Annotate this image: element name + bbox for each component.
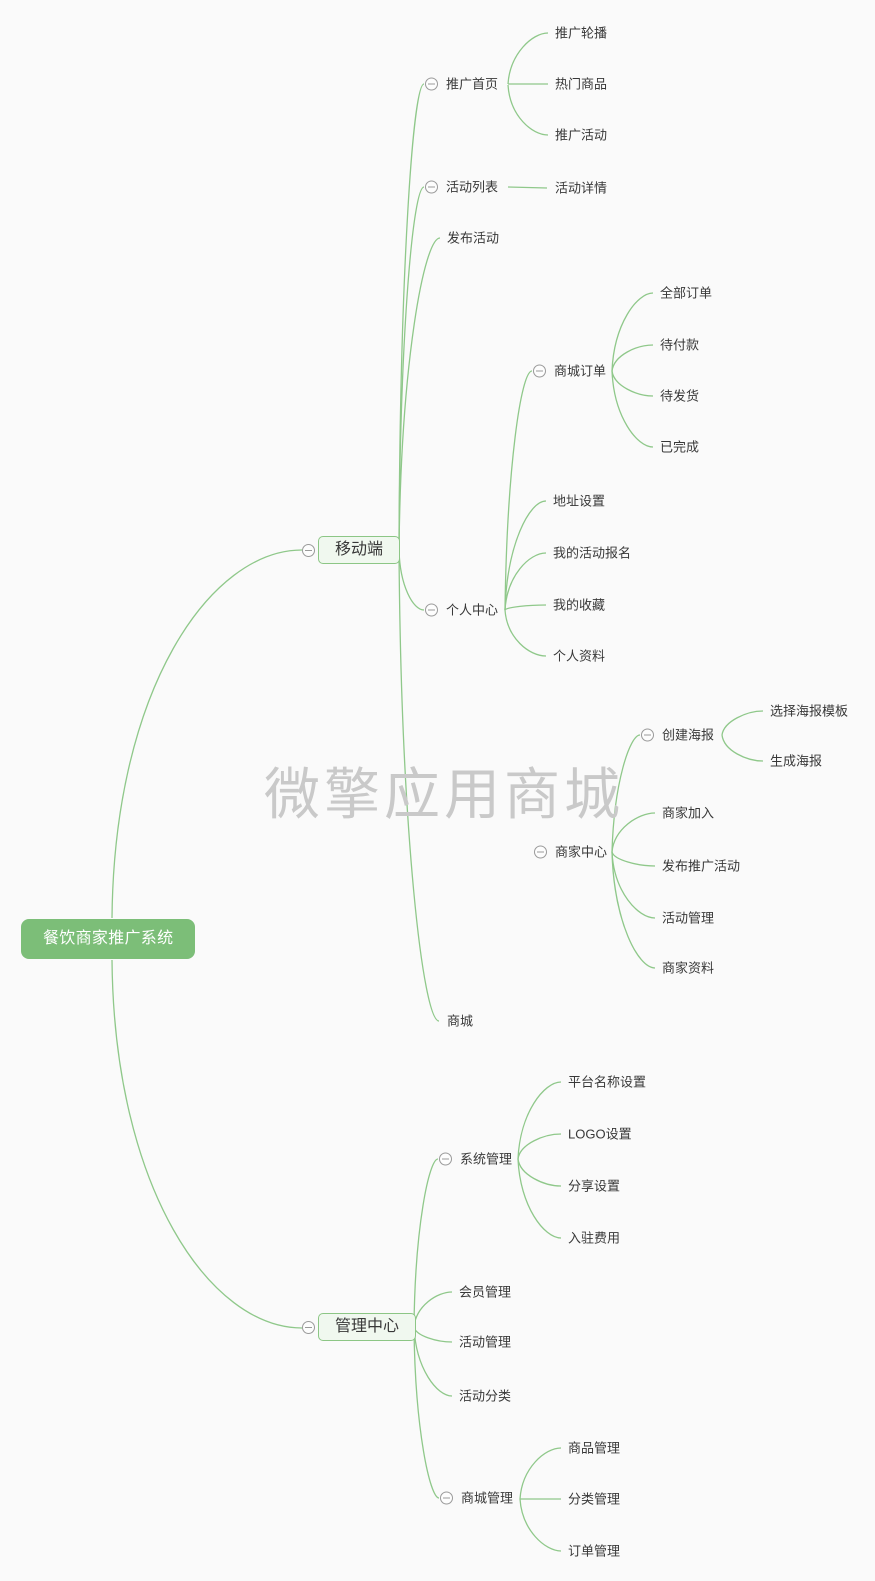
node-label: 已完成 [660,439,700,455]
node-mall-orders[interactable]: 商城订单 [533,363,607,379]
node-promo-carousel[interactable]: 推广轮播 [555,27,607,40]
node-label: 商品管理 [568,1440,621,1456]
node-logo-settings[interactable]: LOGO设置 [568,1128,632,1141]
node-label: 推广轮播 [555,25,608,41]
node-share-settings[interactable]: 分享设置 [568,1180,620,1193]
node-generate-poster[interactable]: 生成海报 [770,755,822,768]
node-label: 全部订单 [660,285,713,301]
node-order-management[interactable]: 订单管理 [568,1545,620,1558]
node-select-poster-template[interactable]: 选择海报模板 [770,705,848,718]
node-label: 管理中心 [318,1313,417,1341]
node-label: 生成海报 [770,753,823,769]
watermark: 微擎应用商城 [264,763,624,826]
node-label: 商城管理 [461,1490,514,1506]
node-mobile[interactable]: 移动端 [302,536,401,564]
node-pending-payment[interactable]: 待付款 [660,339,699,352]
node-mall[interactable]: 商城 [447,1015,473,1028]
node-hot-products[interactable]: 热门商品 [555,78,607,91]
node-label: 商城 [447,1013,474,1029]
node-label: 订单管理 [568,1543,621,1559]
node-promo-activities[interactable]: 推广活动 [555,129,607,142]
node-entry-fee[interactable]: 入驻费用 [568,1232,620,1245]
node-address-settings[interactable]: 地址设置 [553,495,605,508]
node-member-management[interactable]: 会员管理 [459,1286,511,1299]
node-personal-center[interactable]: 个人中心 [425,602,499,618]
node-platform-name-settings[interactable]: 平台名称设置 [568,1076,646,1089]
node-label: 移动端 [318,536,401,564]
node-activity-list[interactable]: 活动列表 [425,179,499,195]
node-label: 推广首页 [446,76,499,92]
node-label: 个人中心 [446,602,499,618]
node-pending-shipment[interactable]: 待发货 [660,390,699,403]
node-profile[interactable]: 个人资料 [553,650,605,663]
node-label: 待发货 [660,388,700,404]
collapse-icon[interactable] [534,845,547,859]
node-mall-management[interactable]: 商城管理 [440,1490,514,1506]
node-label: 餐饮商家推广系统 [21,919,196,959]
node-label: 入驻费用 [568,1230,621,1246]
node-label: 个人资料 [553,648,606,664]
node-label: 商家中心 [555,844,608,860]
node-label: 发布推广活动 [662,858,741,874]
collapse-icon[interactable] [302,543,315,557]
node-label: 商城订单 [554,363,607,379]
node-label: 发布活动 [447,230,500,246]
collapse-icon[interactable] [425,77,438,91]
node-create-poster[interactable]: 创建海报 [641,727,715,743]
node-root[interactable]: 餐饮商家推广系统 [21,919,196,959]
collapse-icon[interactable] [641,728,654,742]
node-merchant-info[interactable]: 商家资料 [662,962,714,975]
node-my-favorites[interactable]: 我的收藏 [553,599,605,612]
node-system-management[interactable]: 系统管理 [439,1151,513,1167]
node-promo-home[interactable]: 推广首页 [425,76,499,92]
node-publish-promo-activity[interactable]: 发布推广活动 [662,860,740,873]
collapse-icon[interactable] [533,364,546,378]
node-label: 活动分类 [459,1388,512,1404]
collapse-icon[interactable] [440,1491,453,1505]
node-label: 活动管理 [662,910,715,926]
node-label: LOGO设置 [568,1126,632,1142]
node-label: 我的活动报名 [553,545,632,561]
node-label: 地址设置 [553,493,606,509]
node-label: 平台名称设置 [568,1074,647,1090]
node-product-management[interactable]: 商品管理 [568,1442,620,1455]
node-activity-management-admin[interactable]: 活动管理 [459,1336,511,1349]
node-label: 活动管理 [459,1334,512,1350]
node-label: 选择海报模板 [770,703,849,719]
node-label: 系统管理 [460,1151,513,1167]
node-label: 分类管理 [568,1491,621,1507]
node-activity-management-merchant[interactable]: 活动管理 [662,912,714,925]
node-activity-categories[interactable]: 活动分类 [459,1390,511,1403]
node-my-registrations[interactable]: 我的活动报名 [553,547,631,560]
node-label: 商家资料 [662,960,715,976]
node-label: 热门商品 [555,76,608,92]
collapse-icon[interactable] [425,603,438,617]
node-label: 推广活动 [555,127,608,143]
node-all-orders[interactable]: 全部订单 [660,287,712,300]
node-label: 会员管理 [459,1284,512,1300]
collapse-icon[interactable] [425,180,438,194]
collapse-icon[interactable] [302,1320,315,1334]
node-label: 活动列表 [446,179,499,195]
node-completed-orders[interactable]: 已完成 [660,441,699,454]
node-publish-activity[interactable]: 发布活动 [447,232,499,245]
node-label: 我的收藏 [553,597,606,613]
node-category-management[interactable]: 分类管理 [568,1493,620,1506]
node-merchant-center[interactable]: 商家中心 [534,844,608,860]
node-label: 商家加入 [662,805,715,821]
node-label: 待付款 [660,337,700,353]
node-activity-detail[interactable]: 活动详情 [555,182,607,195]
node-label: 活动详情 [555,180,608,196]
node-merchant-join[interactable]: 商家加入 [662,807,714,820]
node-admin-center[interactable]: 管理中心 [302,1313,417,1341]
node-label: 创建海报 [662,727,715,743]
collapse-icon[interactable] [439,1152,452,1166]
node-label: 分享设置 [568,1178,621,1194]
